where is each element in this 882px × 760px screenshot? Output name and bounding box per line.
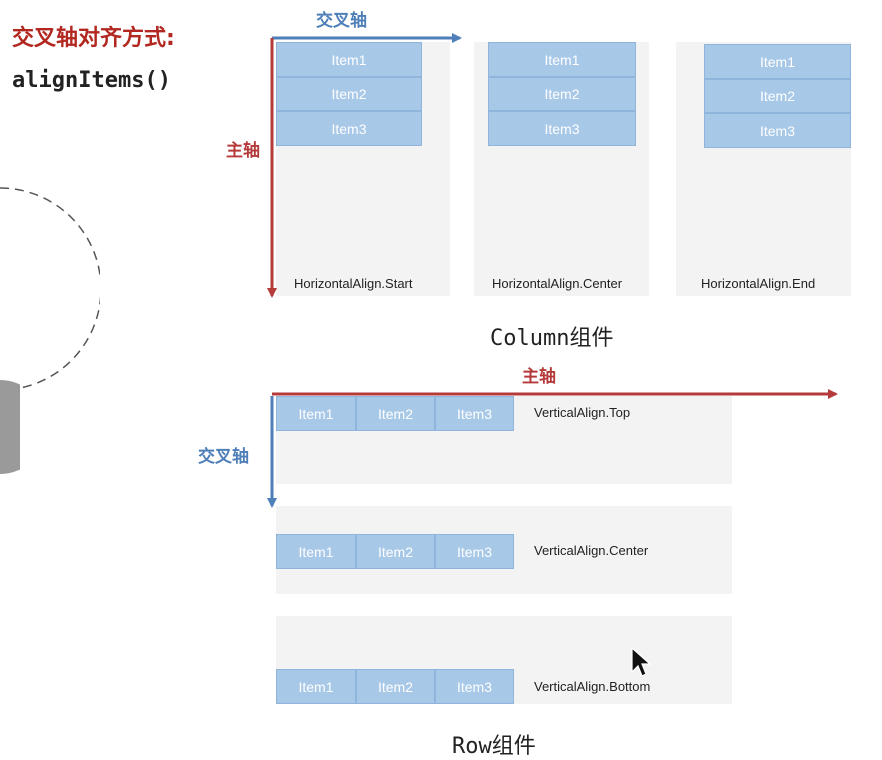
api-name: alignItems() bbox=[12, 68, 171, 93]
column-panel-start: Item1 Item2 Item3 HorizontalAlign.Start bbox=[276, 42, 450, 296]
row-item-1: Item1 bbox=[276, 669, 356, 704]
gray-blob bbox=[0, 380, 20, 474]
column-panel-center: Item1 Item2 Item3 HorizontalAlign.Center bbox=[474, 42, 649, 296]
row-item-2: Item2 bbox=[356, 669, 435, 704]
row-item-1: Item1 bbox=[276, 396, 356, 431]
row-panel-label: VerticalAlign.Bottom bbox=[534, 679, 651, 694]
row-item-3: Item3 bbox=[435, 534, 514, 569]
row-cross-axis-label: 交叉轴 bbox=[198, 447, 249, 467]
column-cross-axis-label: 交叉轴 bbox=[316, 11, 367, 31]
row-panel-label: VerticalAlign.Center bbox=[534, 543, 649, 558]
row-item-1: Item1 bbox=[276, 534, 356, 569]
row-panel-top: Item1 Item2 Item3 VerticalAlign.Top bbox=[276, 396, 732, 484]
column-item-2: Item2 bbox=[276, 77, 422, 111]
section-heading: 交叉轴对齐方式: bbox=[12, 26, 175, 51]
column-axes bbox=[267, 33, 462, 298]
row-panel-center: Item1 Item2 Item3 VerticalAlign.Center bbox=[276, 506, 732, 594]
column-panel-end: Item1 Item2 Item3 HorizontalAlign.End bbox=[676, 42, 851, 296]
mouse-cursor-icon bbox=[631, 646, 652, 677]
row-panel-label: VerticalAlign.Top bbox=[534, 405, 631, 420]
column-item-1: Item1 bbox=[704, 44, 851, 79]
column-caption: Column组件 bbox=[490, 326, 614, 351]
row-caption: Row组件 bbox=[452, 734, 536, 759]
column-panel-label: HorizontalAlign.Start bbox=[294, 276, 413, 291]
column-item-2: Item2 bbox=[704, 79, 851, 113]
column-panel-label: HorizontalAlign.Center bbox=[492, 276, 623, 291]
column-item-2: Item2 bbox=[488, 77, 636, 111]
row-item-2: Item2 bbox=[356, 534, 435, 569]
column-main-axis-label: 主轴 bbox=[226, 141, 260, 161]
column-item-3: Item3 bbox=[276, 111, 422, 146]
column-item-1: Item1 bbox=[488, 42, 636, 77]
decorative-circle bbox=[0, 187, 100, 391]
row-item-3: Item3 bbox=[435, 669, 514, 704]
column-panel-label: HorizontalAlign.End bbox=[701, 276, 816, 291]
column-item-1: Item1 bbox=[276, 42, 422, 77]
row-axes bbox=[267, 389, 838, 508]
row-item-3: Item3 bbox=[435, 396, 514, 431]
row-item-2: Item2 bbox=[356, 396, 435, 431]
column-item-3: Item3 bbox=[704, 113, 851, 148]
row-main-axis-label: 主轴 bbox=[522, 367, 556, 387]
column-item-3: Item3 bbox=[488, 111, 636, 146]
row-panel-bottom: Item1 Item2 Item3 VerticalAlign.Bottom bbox=[276, 616, 732, 704]
